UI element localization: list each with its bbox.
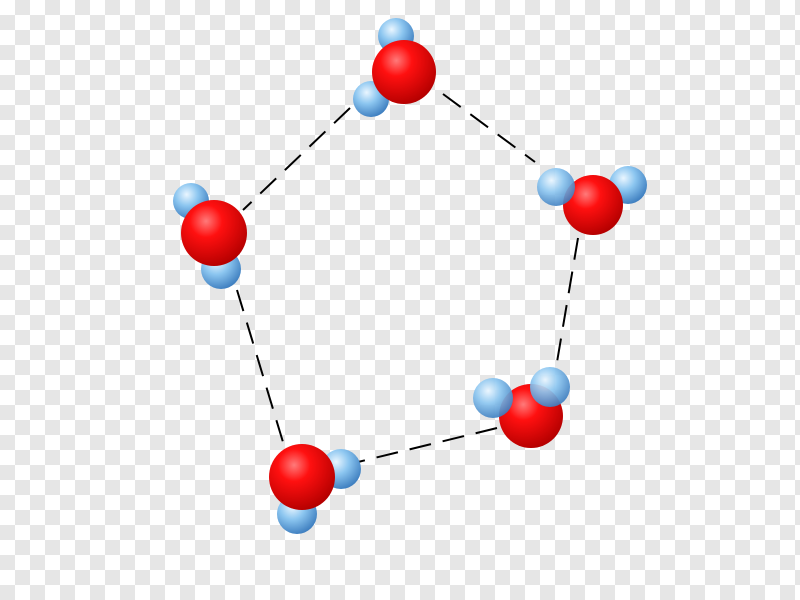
oxygen-atom (372, 40, 436, 104)
oxygen-atom (269, 444, 335, 510)
oxygen-atom (181, 200, 247, 266)
hydrogen-bond (236, 289, 287, 453)
hydrogen-bond (242, 107, 351, 211)
hydrogen-bond (555, 237, 579, 369)
hydrogen-atom (530, 367, 570, 407)
water-molecule (537, 166, 647, 235)
water-molecule (173, 183, 247, 289)
hydrogen-atom (473, 378, 513, 418)
water-molecule (353, 18, 436, 117)
hydrogen-bond (357, 427, 498, 463)
oxygen-atom (563, 175, 623, 235)
water-molecule (473, 367, 570, 448)
hydrogen-bond (442, 93, 536, 163)
hydrogen-atom (537, 168, 575, 206)
water-molecule (269, 444, 361, 534)
hydrogen-bonds (236, 93, 579, 463)
